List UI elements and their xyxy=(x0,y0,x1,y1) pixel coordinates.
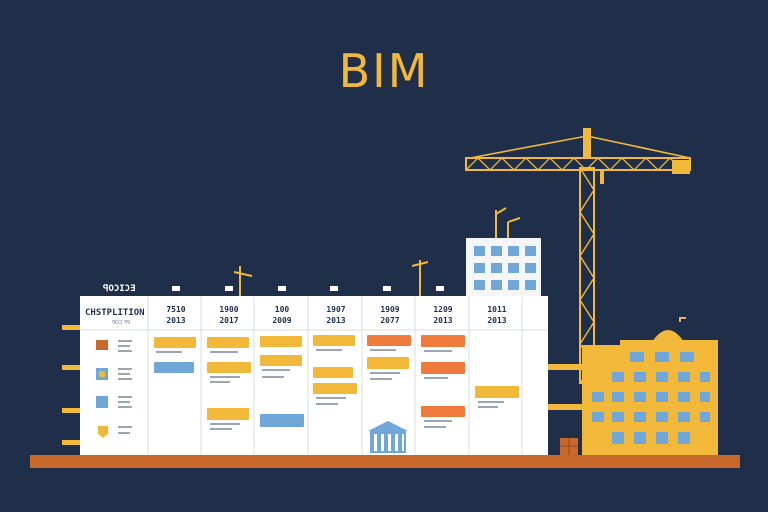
board-label: ꟼOƆIƆƎ xyxy=(103,284,136,294)
ground-bar xyxy=(30,455,740,468)
yellow-building-icon xyxy=(548,317,718,455)
page-title: BIM xyxy=(338,44,430,98)
antenna-icon xyxy=(233,260,429,296)
sheet-title: CHSTPLITION xyxy=(85,308,145,318)
schedule-board xyxy=(62,286,548,455)
office-building-icon xyxy=(466,207,541,298)
sheet-subtitle: ꟼOƆ ꟻꟼ xyxy=(112,320,130,326)
row-icons xyxy=(96,340,108,438)
museum-icon xyxy=(368,421,408,453)
crane-icon xyxy=(465,128,691,384)
task-chips xyxy=(154,335,519,427)
